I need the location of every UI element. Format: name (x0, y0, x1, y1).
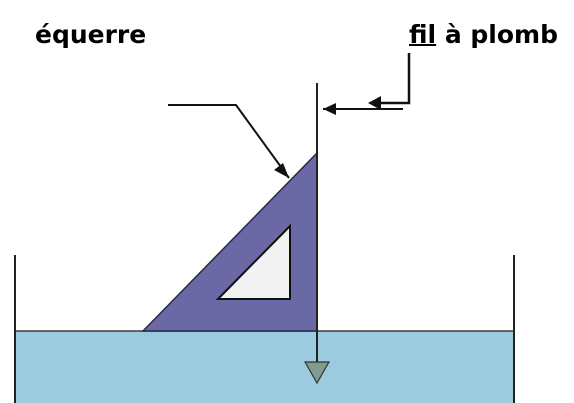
label-fil-a-plomb: fil à plomb (409, 22, 558, 47)
equerre-pointer-line (168, 104, 290, 179)
equerre-arrowhead (274, 163, 289, 178)
plumb-weight (303, 361, 331, 385)
label-fil-word: fil (409, 20, 437, 49)
label-equerre: équerre (35, 20, 147, 49)
fil-bracket (372, 53, 411, 105)
label-a-plomb-words: à plomb (436, 20, 558, 49)
water-body (15, 331, 514, 403)
fil-bracket-arrowhead (368, 96, 381, 110)
fil-pointer-arrowhead (323, 103, 336, 115)
set-square-hole (215, 223, 291, 300)
